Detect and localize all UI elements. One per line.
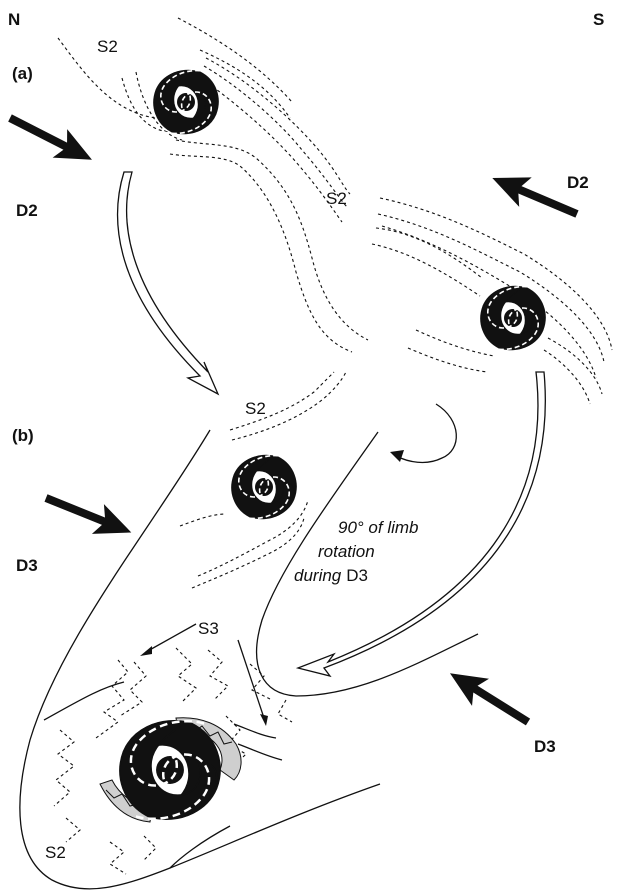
transfer-arrow-icon bbox=[118, 172, 218, 394]
shortening-arrow-icon bbox=[3, 104, 100, 174]
d2-left-label: D2 bbox=[16, 201, 38, 220]
panel-a-label: (a) bbox=[12, 64, 33, 83]
north-label: N bbox=[8, 10, 20, 29]
rotation-arrow-icon bbox=[390, 404, 456, 462]
garnet-panel-b-upper bbox=[232, 455, 297, 518]
d2-right-label: D2 bbox=[567, 173, 589, 192]
d3-right-label: D3 bbox=[534, 737, 556, 756]
rotation-d3-word: D3 bbox=[346, 566, 368, 585]
s2-top-label: S2 bbox=[97, 37, 118, 56]
garnet-panel-b-lower-group bbox=[100, 718, 241, 822]
panel-a-foliation bbox=[58, 18, 612, 404]
shortening-arrow-icon bbox=[442, 660, 537, 736]
s2-bottom-label: S2 bbox=[45, 843, 66, 862]
shortening-arrow-icon bbox=[40, 483, 137, 547]
s3-pointer-arrows bbox=[140, 624, 268, 726]
garnet-panel-a-upper bbox=[154, 70, 219, 133]
rotation-text-line2: rotation bbox=[318, 542, 375, 561]
transfer-arrow-icon bbox=[298, 372, 545, 676]
garnet-panel-b-lower bbox=[120, 721, 220, 819]
rotation-during-word: during bbox=[294, 566, 342, 585]
south-label: S bbox=[593, 10, 604, 29]
garnet-panel-a-right bbox=[481, 286, 546, 349]
panel-b-label: (b) bbox=[12, 426, 34, 445]
s3-label: S3 bbox=[198, 619, 219, 638]
s2-panel-b-label: S2 bbox=[245, 399, 266, 418]
s2-middle-label: S2 bbox=[326, 189, 347, 208]
d3-left-label: D3 bbox=[16, 556, 38, 575]
rotation-text-line1: 90° of limb bbox=[338, 518, 419, 537]
